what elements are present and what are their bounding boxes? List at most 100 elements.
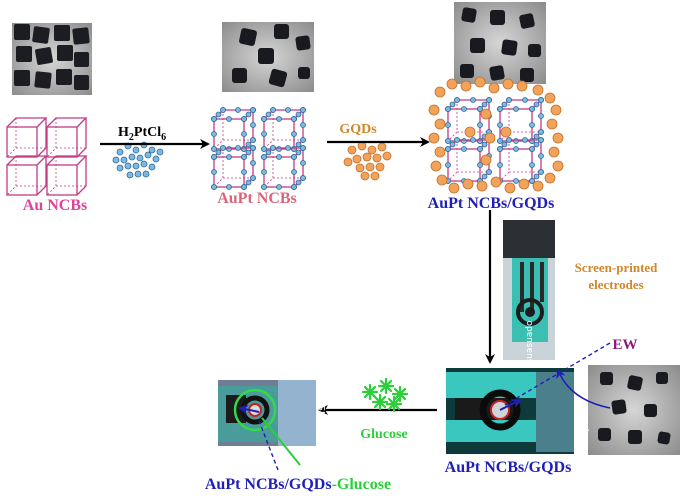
pt-particle-icon <box>148 163 156 171</box>
glucose-star-icon <box>377 377 395 395</box>
gqd-particle-icon <box>548 146 560 158</box>
gqd-particle-icon <box>428 104 440 116</box>
gqd-particle-icon <box>375 162 385 172</box>
pt-particle-icon <box>120 156 128 164</box>
gqd-particle-icon <box>436 174 448 186</box>
spe-label-line2: electrodes <box>588 277 643 292</box>
gqd-particle-icon <box>352 154 362 164</box>
gqd-particle-icon <box>360 171 370 181</box>
au-cube-icon <box>46 155 88 196</box>
aupt-gqds-label-bottom: AuPt NCBs/GQDs <box>445 459 572 476</box>
pt-particle-icon <box>116 164 124 172</box>
tem-au-ncbs-icon <box>12 23 92 95</box>
pt-particle-icon <box>148 146 156 154</box>
gqd-particle-icon <box>532 84 544 96</box>
gqd-particle-icon <box>430 160 442 172</box>
final-sensor-brand-text: opensens <box>315 385 328 438</box>
final-label: AuPt NCBs/GQDs-Glucose <box>205 476 391 493</box>
pt-particle-icon <box>116 148 124 156</box>
gqd-particle-icon <box>476 180 488 192</box>
au-cube-icon <box>46 117 88 158</box>
pt-particle-icon <box>126 171 134 179</box>
pt-precursor-cluster-icon <box>112 141 164 179</box>
gqd-cluster-icon <box>343 141 392 181</box>
final-dashed-connector <box>257 417 279 471</box>
gqd-particle-icon <box>552 132 564 144</box>
gqd-particle-icon <box>362 152 372 162</box>
glucose-star-icon <box>391 385 409 403</box>
gqd-particle-icon <box>516 80 528 92</box>
gqd-particle-icon <box>434 118 446 130</box>
pt-particle-icon <box>152 155 160 163</box>
gqd-particle-icon <box>544 92 556 104</box>
gqd-particle-icon <box>518 178 530 190</box>
au-cube-icon <box>6 117 48 158</box>
gqd-particle-icon <box>464 126 476 138</box>
gqd-particle-icon <box>490 176 502 188</box>
pt-particle-icon <box>128 153 136 161</box>
glucose-star-icon <box>371 393 389 411</box>
gqd-particle-icon <box>357 141 367 151</box>
gqd-particle-icon <box>546 118 558 130</box>
gqd-particle-icon <box>502 78 514 90</box>
sensor-brand-text: opensens <box>577 385 590 438</box>
gqd-particle-icon <box>462 178 474 190</box>
aupt-ncbs-cubes-icon <box>211 107 306 190</box>
gqds-reagent-label: GQDs <box>339 122 377 137</box>
gqd-particle-icon <box>382 151 392 161</box>
pt-particle-icon <box>132 162 140 170</box>
glucose-label: Glucose <box>360 427 407 442</box>
gqd-particle-icon <box>428 132 440 144</box>
pt-particle-icon <box>124 162 132 170</box>
gqd-particle-icon <box>480 108 492 120</box>
au-ncbs-label: Au NCBs <box>23 197 87 214</box>
pt-particle-icon <box>112 156 120 164</box>
gqd-particle-icon <box>367 145 377 155</box>
gqd-particle-icon <box>474 76 486 88</box>
gqd-particle-icon <box>500 126 512 138</box>
au-ncbs-cubes-icon <box>6 117 88 196</box>
aupt-ncbs-label: AuPt NCBs <box>217 190 297 207</box>
pt-particle-icon <box>132 146 140 154</box>
gqd-particle-icon <box>434 86 446 98</box>
pt-particle-icon <box>134 170 142 178</box>
gqd-particle-icon <box>372 153 382 163</box>
gqd-particle-icon <box>446 78 458 90</box>
pt-particle-icon <box>140 160 148 168</box>
gqd-particle-icon <box>355 163 365 173</box>
sensor-glucose-icon: opensens <box>218 380 328 446</box>
spe-brand-text: suasuado <box>525 320 535 364</box>
gqd-particle-icon <box>365 162 375 172</box>
gqd-particle-icon <box>544 172 556 184</box>
aupt-gqds-cubes-icon <box>428 76 564 194</box>
glucose-star-icon <box>385 395 403 413</box>
gqd-particle-icon <box>480 154 492 166</box>
spe-label-line1: Screen-printed <box>575 260 659 275</box>
final-green-connector <box>261 417 301 466</box>
gqd-particle-icon <box>460 80 472 92</box>
tem-ew-icon <box>588 365 680 455</box>
pt-particle-icon <box>136 154 144 162</box>
gqd-particle-icon <box>343 157 353 167</box>
gqd-particle-icon <box>377 142 387 152</box>
aupt-gqds-label-top: AuPt NCBs/GQDs <box>428 195 555 212</box>
gqd-particle-icon <box>434 146 446 158</box>
ew-dashed-connector <box>504 342 611 406</box>
sensor-ew-icon: opensens <box>446 368 590 454</box>
gqd-particle-icon <box>484 132 496 144</box>
gqd-particle-icon <box>504 182 516 194</box>
pt-particle-icon <box>144 151 152 159</box>
tem-aupt-gqds-icon <box>454 2 546 84</box>
gqd-particle-icon <box>370 171 380 181</box>
glucose-molecule-icon <box>361 377 409 413</box>
gqd-particle-icon <box>347 145 357 155</box>
pt-particle-icon <box>142 170 150 178</box>
ew-curved-arrow <box>556 368 611 409</box>
gqd-particle-icon <box>532 180 544 192</box>
gqd-particle-icon <box>488 82 500 94</box>
ew-label: EW <box>612 337 637 353</box>
pt-particle-icon <box>156 148 164 156</box>
gqd-particle-icon <box>448 182 460 194</box>
